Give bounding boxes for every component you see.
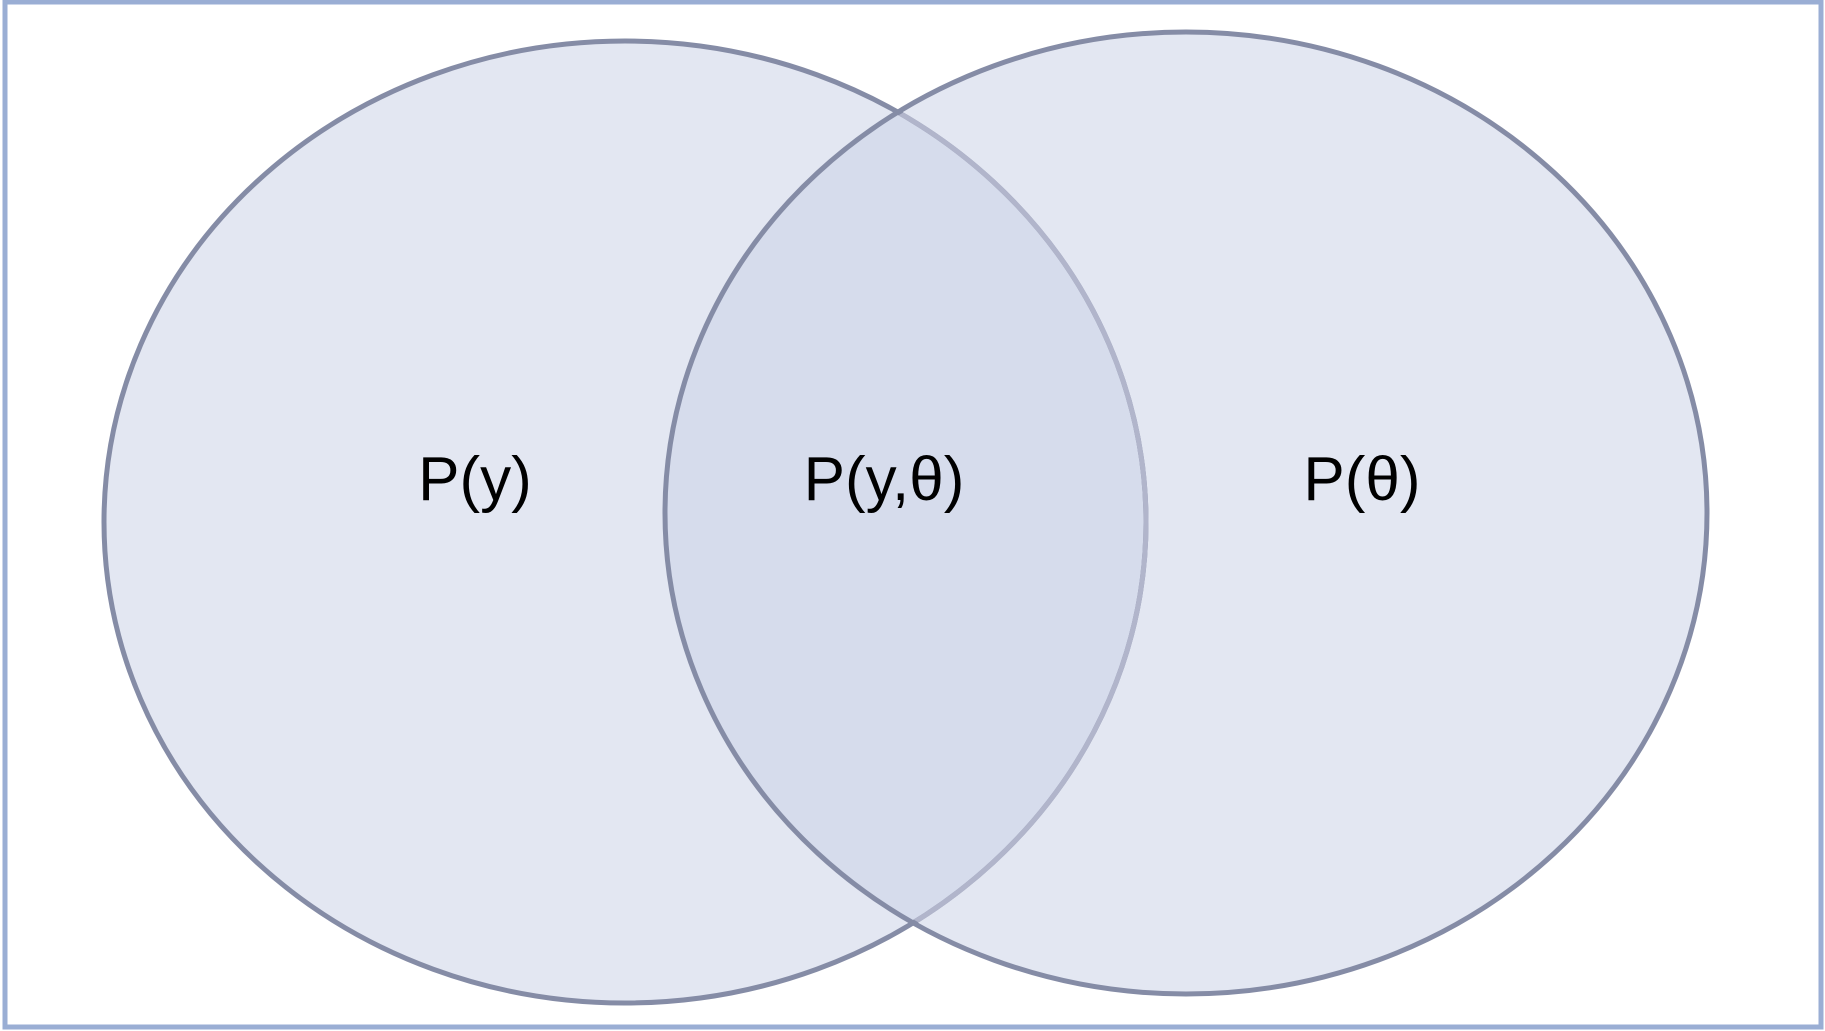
intersection-region: [665, 41, 1146, 994]
set-y-label: P(y): [418, 445, 532, 514]
set-y-inner-arc: [668, 38, 1149, 991]
intersection-label: P(y,θ): [804, 445, 965, 514]
set-theta-label: P(θ): [1303, 445, 1420, 514]
set-theta-outline-inner: [662, 29, 1710, 997]
